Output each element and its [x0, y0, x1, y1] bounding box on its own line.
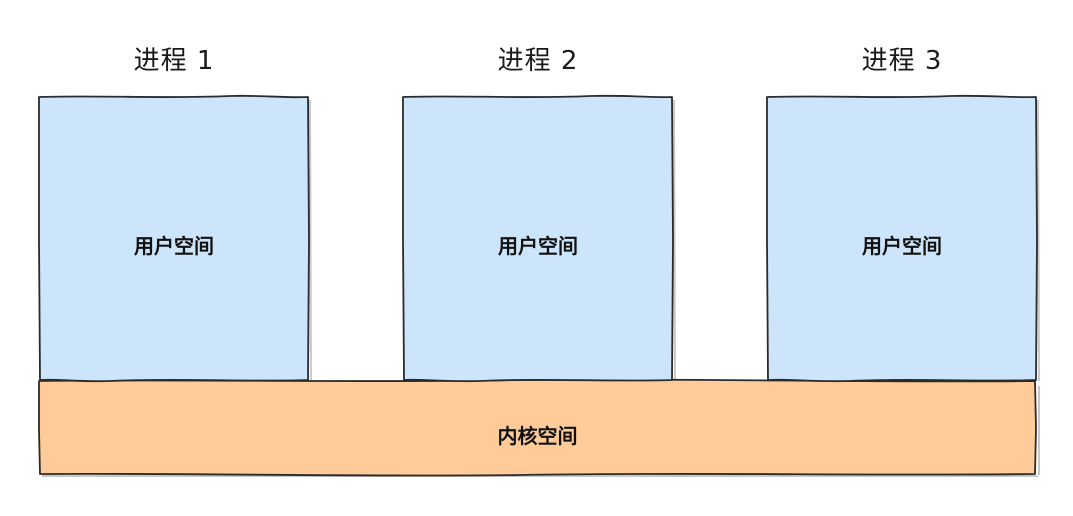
user-space-box-2: [402, 94, 674, 383]
kernel-space-box: [38, 378, 1037, 477]
user-space-label-3: 用户空间: [862, 234, 942, 258]
user-space-label-2: 用户空间: [498, 234, 578, 258]
process-2-title: 进程 2: [497, 46, 579, 76]
user-space-box-3: [766, 94, 1038, 383]
user-space-box-1: [38, 94, 310, 383]
process-3-title: 进程 3: [861, 46, 943, 76]
user-space-label-1: 用户空间: [134, 234, 214, 258]
process-1-title: 进程 1: [133, 46, 215, 76]
kernel-space-label: 内核空间: [497, 424, 578, 448]
